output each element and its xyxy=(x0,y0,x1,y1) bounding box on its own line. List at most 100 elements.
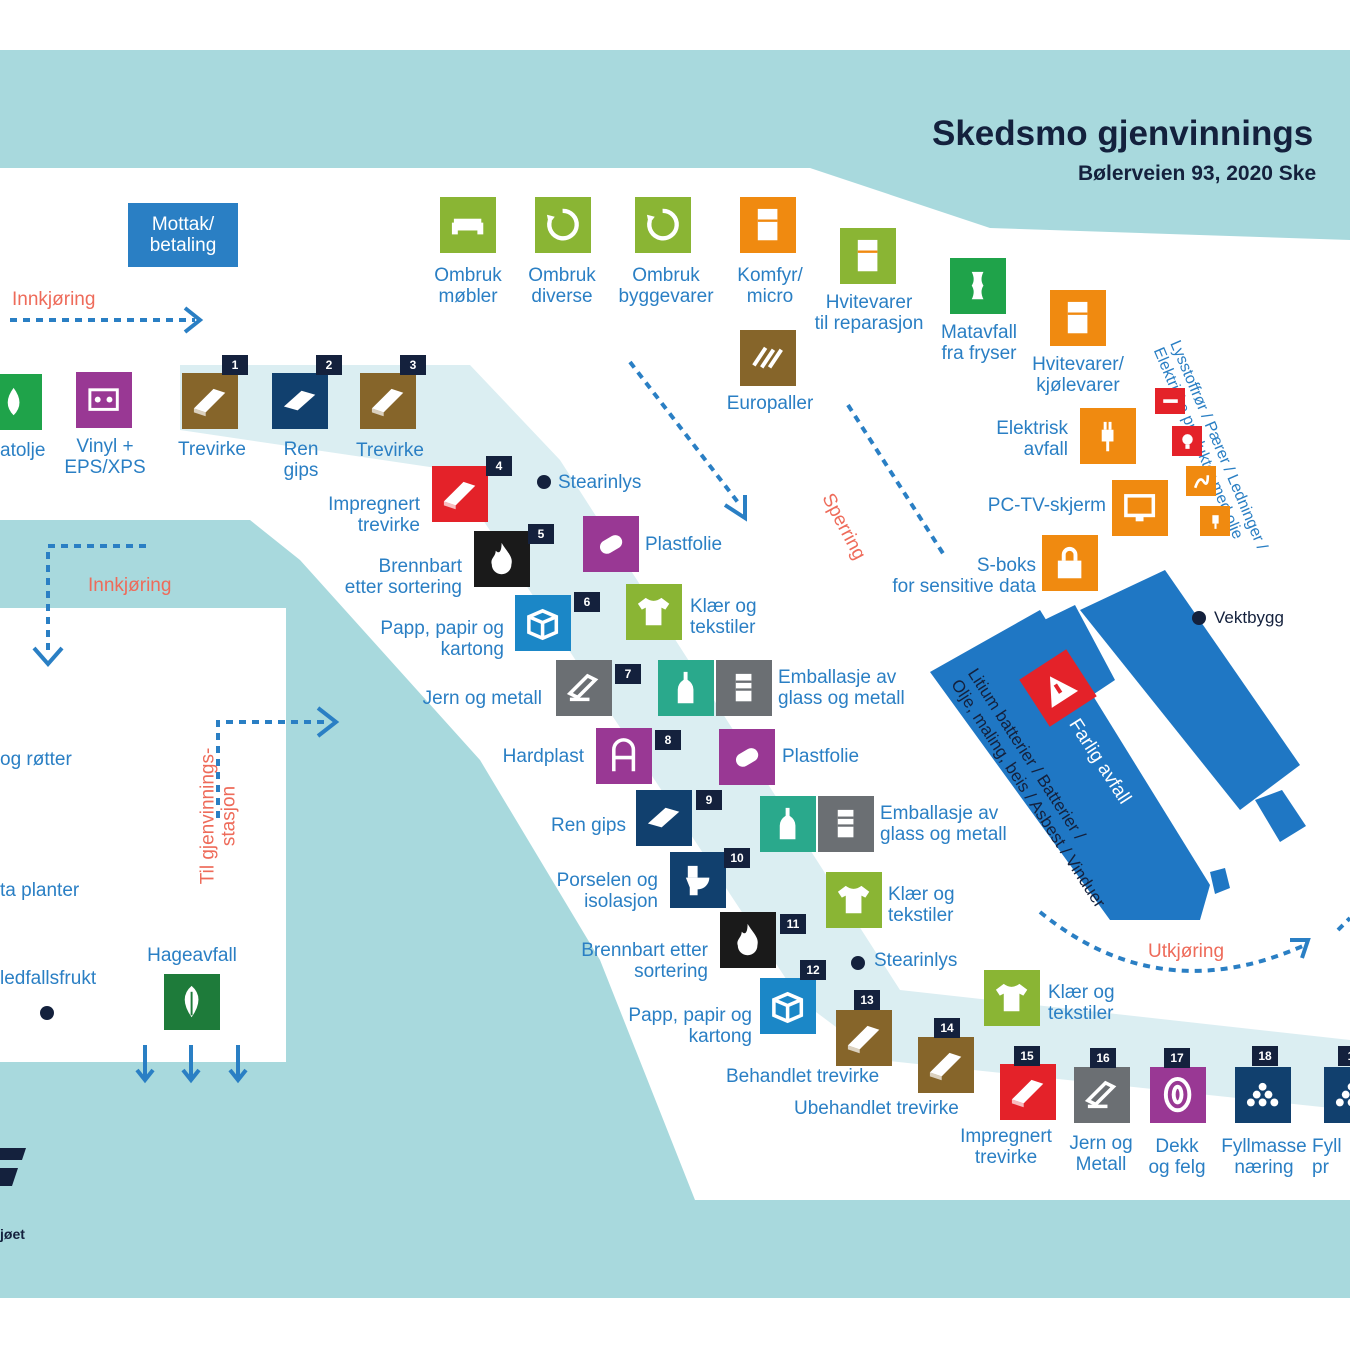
station-label-papp-6: Papp, papir og kartong xyxy=(380,618,504,660)
lock-icon xyxy=(1042,535,1098,591)
station-label-ubehandlet-14: Ubehandlet trevirke xyxy=(794,1098,959,1119)
station-label-emballasje-2: Emballasje av glass og metall xyxy=(880,803,1007,845)
station-label-klaer-2: Klær og tekstiler xyxy=(888,884,955,926)
station-number: 4 xyxy=(486,456,512,476)
station-label-klaer-1: Klær og tekstiler xyxy=(690,596,757,638)
sofa-icon xyxy=(440,197,496,253)
apple-core-icon xyxy=(950,258,1006,314)
hazard-building xyxy=(930,570,1306,920)
station-label-matavfall-fryser: Matavfall fra fryser xyxy=(940,322,1018,364)
driveway xyxy=(180,365,1350,1110)
station-label-vinyl-eps: Vinyl + EPS/XPS xyxy=(64,436,146,478)
station-label-hageavfall: Hageavfall xyxy=(147,945,237,966)
fridge-icon xyxy=(740,197,796,253)
fridge-icon xyxy=(840,228,896,284)
station-number: 17 xyxy=(1164,1048,1190,1068)
station-label-porselen-10: Porselen og isolasjon xyxy=(556,870,658,912)
box-icon xyxy=(760,978,816,1034)
station-number: 13 xyxy=(854,990,880,1010)
station-label-impregnert-15: Impregnert trevirke xyxy=(960,1126,1052,1168)
drop-icon xyxy=(0,374,42,430)
pallet-icon xyxy=(740,330,796,386)
station-label-trevirke-1: Trevirke xyxy=(178,439,246,460)
station-label-hardplast-8: Hardplast xyxy=(502,746,584,767)
wood-icon xyxy=(182,373,238,429)
station-label-fallfrukt: ledfallsfrukt xyxy=(0,968,97,989)
can-icon xyxy=(818,796,874,852)
station-label-hvitevarer-reparasjon: Hvitevarer til reparasjon xyxy=(814,292,924,334)
station-number: 7 xyxy=(615,664,641,684)
station-number: 15 xyxy=(1014,1046,1040,1066)
station-label-fyllmasse-18: Fyllmasse næring xyxy=(1221,1136,1307,1178)
station-number: 9 xyxy=(696,790,722,810)
station-label-trevirke-3: Trevirke xyxy=(356,440,424,461)
shirt-icon xyxy=(826,872,882,928)
station-number: 18 xyxy=(1252,1046,1278,1066)
flame-icon xyxy=(474,531,530,587)
page-title: Skedsmo gjenvinnings xyxy=(932,114,1314,153)
cable-icon xyxy=(1186,466,1216,496)
station-label-ren-gips-2: Ren gips xyxy=(283,439,319,481)
station-label-ombruk-mobler: Ombruk møbler xyxy=(434,265,502,307)
scale-building-dot xyxy=(1192,611,1206,625)
station-label-plastfolie-1: Plastfolie xyxy=(645,534,723,555)
garden-area xyxy=(0,608,286,1062)
shirt-icon xyxy=(626,584,682,640)
station-label-fyllmasse-19: Fyll pr xyxy=(1312,1136,1342,1178)
roll-icon xyxy=(719,729,775,785)
to-station-label: Til gjenvinnings- stasjon xyxy=(197,747,240,885)
recycle-icon xyxy=(635,197,691,253)
wood-icon xyxy=(1000,1064,1056,1120)
station-label-komfyr-micro: Komfyr/ micro xyxy=(737,265,803,307)
fridge-icon xyxy=(1050,290,1106,346)
marker-dot xyxy=(851,956,865,970)
station-number: 11 xyxy=(780,914,806,934)
metal-icon xyxy=(1074,1067,1130,1123)
station-label-pc-tv-skjerm: PC-TV-skjerm xyxy=(987,495,1106,516)
oil-product-icon xyxy=(1200,506,1230,536)
recycle-icon xyxy=(535,197,591,253)
station-label-jern-16: Jern og Metall xyxy=(1069,1133,1133,1175)
reception-button[interactable]: Mottak/ betaling xyxy=(128,203,238,267)
toilet-icon xyxy=(670,852,726,908)
station-label-brennbart-5: Brennbart etter sortering xyxy=(344,556,462,598)
plug-icon xyxy=(1080,408,1136,464)
station-label-europaller: Europaller xyxy=(726,393,814,414)
station-label-papp-12: Papp, papir og kartong xyxy=(628,1005,752,1047)
station-number: 3 xyxy=(400,355,426,375)
station-label-hvitevarer-kjolevarer: Hvitevarer/ kjølevarer xyxy=(1032,354,1124,396)
station-label-ombruk-diverse: Ombruk diverse xyxy=(528,265,596,307)
station-label-jern-7: Jern og metall xyxy=(422,688,542,709)
wood-icon xyxy=(836,1010,892,1066)
station-label-matolje: atolje xyxy=(0,440,46,461)
address: Bølerveien 93, 2020 Ske xyxy=(1078,162,1317,185)
route-arrows xyxy=(10,318,1350,973)
logo-text: jøet xyxy=(0,1226,25,1242)
monitor-icon xyxy=(1112,480,1168,536)
rubble-icon xyxy=(1235,1067,1291,1123)
chair-icon xyxy=(596,728,652,784)
station-label-brennbart-11: Brennbart etter sortering xyxy=(581,940,708,982)
hazard-icon xyxy=(1019,649,1097,727)
roll-icon xyxy=(583,516,639,572)
arrow-heads xyxy=(32,306,1311,1084)
station-number: 6 xyxy=(574,592,600,612)
leaf-icon xyxy=(164,974,220,1030)
station-label-rotter: og røtter xyxy=(0,749,72,770)
station-label-behandlet-13: Behandlet trevirke xyxy=(726,1066,880,1087)
wood-icon xyxy=(918,1037,974,1093)
board-icon xyxy=(272,373,328,429)
station-label-impregnert-4: Impregnert trevirke xyxy=(328,494,420,536)
station-label-planter: ta planter xyxy=(0,880,80,901)
metal-icon xyxy=(556,660,612,716)
flame-icon xyxy=(720,912,776,968)
station-label-klaer-3: Klær og tekstiler xyxy=(1048,982,1115,1024)
station-number: 12 xyxy=(800,960,826,980)
station-number: 14 xyxy=(934,1018,960,1038)
station-label-stearinlys-2: Stearinlys xyxy=(874,950,958,971)
shirt-icon xyxy=(984,970,1040,1026)
marker-dot xyxy=(537,475,551,489)
bulb-icon xyxy=(1172,426,1202,456)
station-label-stearinlys-1: Stearinlys xyxy=(558,472,642,493)
station-number: 8 xyxy=(655,730,681,750)
